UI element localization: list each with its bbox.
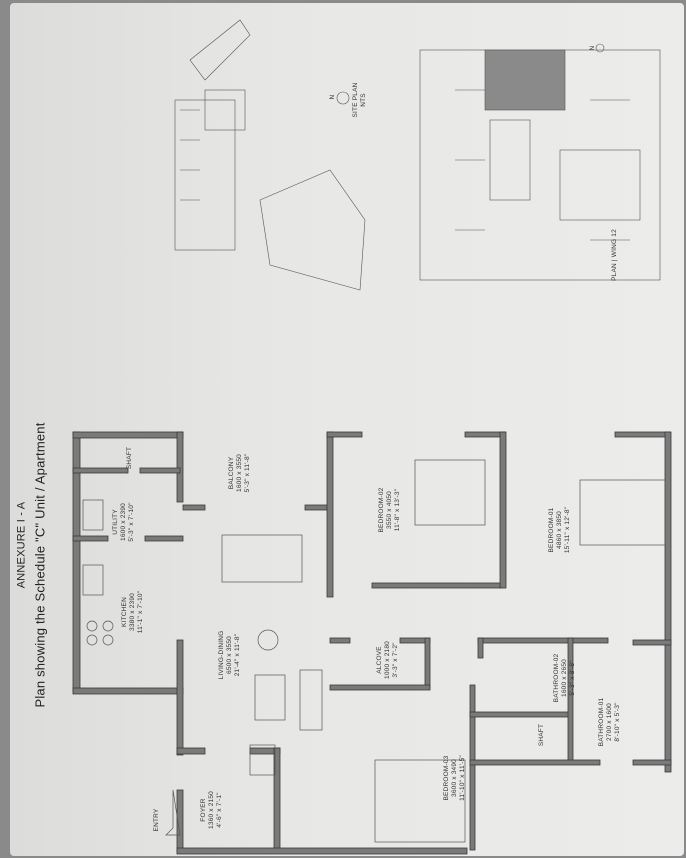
wing-plan-drawing xyxy=(419,43,661,281)
document-subtitle: Plan showing the Schedule "C" Unit / Apa… xyxy=(32,422,48,708)
wing-plan-north-arrow: N xyxy=(589,45,596,51)
wing-plan-title: PLAN | WING 12 xyxy=(611,229,618,281)
room-label-shaft-2: SHAFT xyxy=(538,723,545,747)
room-label-shaft: SHAFT xyxy=(126,446,133,470)
site-plan-north-arrow: N xyxy=(329,94,336,100)
walls xyxy=(72,431,672,855)
document-title: ANNEXURE I - A xyxy=(15,501,28,589)
site-plan-drawing xyxy=(174,19,366,291)
entry-label: ENTRY xyxy=(153,808,160,832)
furniture xyxy=(82,459,666,843)
